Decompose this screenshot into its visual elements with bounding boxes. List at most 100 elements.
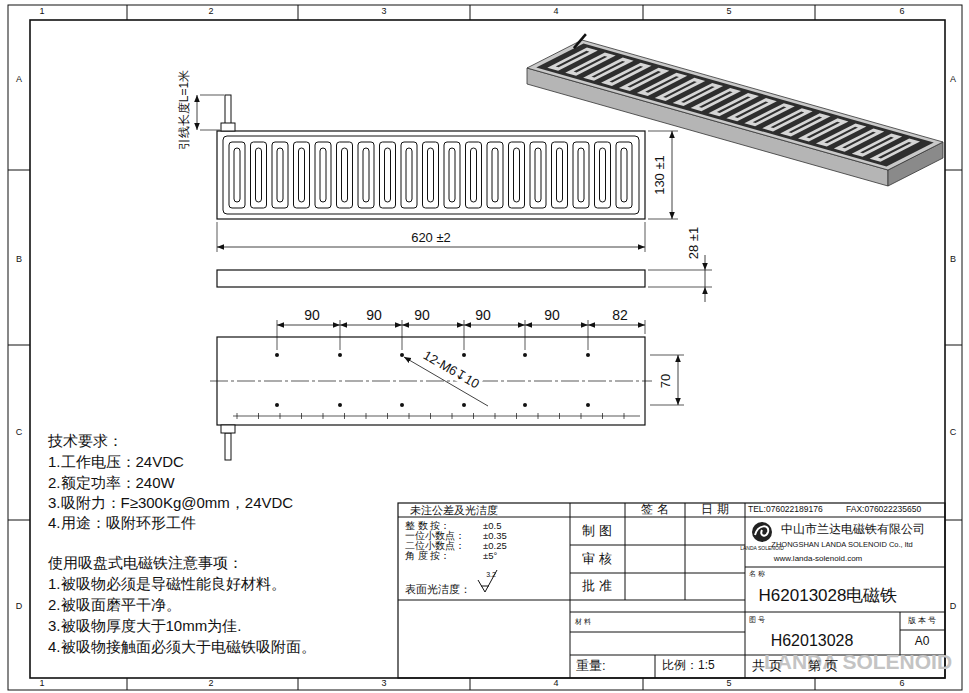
slot-mark [387,413,388,419]
coil-slot [530,142,546,208]
zone-number: 1 [39,7,44,17]
iso-slot [870,139,920,162]
note-text: 4.用途：吸附环形工件 [48,515,196,532]
dimension-line [705,255,706,270]
note-text: 3.被吸物厚度大于10mm为佳. [48,618,241,635]
zone-tick [815,678,816,690]
slot-mark [237,413,238,419]
coil-slot [294,142,310,208]
table-cell: 一位小数点： [405,531,465,541]
coil-slot-inner [428,148,434,202]
table-line [625,503,626,600]
note-text: 1.工作电压：24VDC [48,454,184,471]
extension-line [645,320,646,334]
note-heading: 使用吸盘式电磁铁注意事项： [48,555,243,572]
coil-slot-inner [385,148,391,202]
zone-tick [470,678,471,690]
slot-mark [495,413,496,419]
extension-line [402,320,403,350]
dimension-label: 130 ±1 [653,153,667,197]
coil-slot [573,142,589,208]
slot-mark [559,413,560,419]
coil-slot-inner [363,148,369,202]
zone-tick [945,170,962,171]
company-logo [752,522,772,542]
table-cell: 比例：1:5 [662,659,715,672]
slot-mark [344,413,345,419]
mounting-hole [586,403,590,407]
extension-line [650,355,684,356]
table-line [685,503,686,600]
coil-slot-inner [471,148,477,202]
table-cell: 图 号 [749,616,765,624]
extension-line [464,320,465,350]
zone-number: 5 [726,7,731,17]
coil-slot-inner [535,148,541,202]
dimension-line [197,95,198,130]
extension-line [277,320,278,350]
table-cell: 名 称 [749,570,765,578]
roughness-value: 3.2 [486,571,496,579]
drawing-number: H62013028 [771,632,854,650]
company-name-en: ZHONGSHAN LANDA SOLENOID Co., ltd [771,541,912,549]
note-heading: 技术要求： [48,433,123,450]
center-line [210,381,652,382]
table-line [570,612,745,613]
mounting-hole [338,353,342,357]
dimension-line [402,325,464,326]
zone-number: 6 [899,679,904,689]
coil-slot [509,142,525,208]
coil-slot-inner [621,148,627,202]
slot-mark [602,413,603,419]
zone-tick [8,170,30,171]
dimension-label: 90 [302,308,322,323]
company-logo-swirl [755,526,768,535]
coil-slot-inner [256,148,262,202]
note-text: 3.吸附力：F≥300Kg@0mm，24VDC [48,495,293,512]
extension-line [200,95,224,96]
dimension-line [672,131,673,219]
zone-number: 1 [39,679,44,689]
dimension-line [705,270,706,287]
extension-line [648,131,678,132]
table-cell: 批 准 [582,579,612,593]
table-cell: 第 页 [808,659,838,673]
note-text: 2.被吸面磨平干净。 [48,597,181,614]
slot-mark [430,413,431,419]
coil-slot [616,142,632,208]
zone-letter: D [950,602,957,612]
table-line [398,600,745,601]
iso-top-face [527,40,943,170]
zone-tick [643,5,644,20]
zone-tick [127,5,128,20]
coil-slot [229,142,245,208]
extension-line [200,130,220,131]
extension-line [340,320,341,350]
mounting-hole [275,403,279,407]
table-cell: 未注公差及光洁度 [410,504,498,516]
slot-mark [581,413,582,419]
zone-number: 4 [553,7,558,17]
note-text: 2.额定功率：240W [48,475,175,492]
table-cell: 日 期 [701,503,728,516]
iso-lead-wire [574,34,586,48]
coil-slot-inner [299,148,305,202]
zone-tick [470,5,471,20]
dimension-label: 90 [364,308,384,323]
note-text: 1.被吸物必须是导磁性能良好材料。 [48,576,286,593]
iso-front-face [527,68,888,186]
iso-pole-face [536,43,933,166]
watermark: LANDA SOLENOID [764,650,952,673]
zone-tick [945,345,962,346]
extension-line [648,270,712,271]
zone-tick [945,520,962,521]
coil-slot [337,142,353,208]
mounting-hole [400,403,404,407]
zone-letter: C [16,428,23,438]
zone-number: 3 [381,679,386,689]
coil-slot-inner [514,148,520,202]
table-cell: 共 页 [752,659,782,673]
slot-mark [323,413,324,419]
extension-line [588,320,589,350]
company-fax: FAX:076022235650 [846,505,921,514]
